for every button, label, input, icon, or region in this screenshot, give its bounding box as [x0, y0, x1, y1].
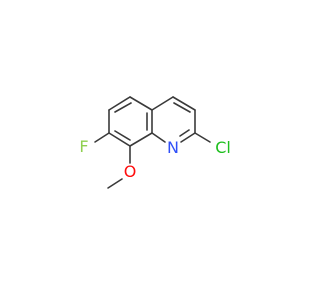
chlorine-label: Cl	[215, 138, 231, 157]
bond	[114, 102, 132, 113]
bond	[173, 102, 191, 113]
bond	[108, 132, 131, 147]
bond	[180, 132, 196, 143]
fluorine-label: F	[79, 137, 88, 156]
nitrogen-label: N	[167, 138, 179, 157]
bond	[114, 130, 131, 141]
bond	[194, 132, 211, 143]
oxygen-label: O	[124, 162, 137, 181]
structure-diagram: F N Cl O	[79, 96, 231, 189]
bond	[107, 178, 123, 189]
bond	[151, 96, 174, 111]
bond	[94, 132, 110, 143]
bond	[151, 132, 166, 143]
bond	[129, 96, 153, 111]
bond	[108, 96, 131, 111]
bond	[172, 96, 196, 111]
bond	[179, 129, 190, 137]
bond	[129, 132, 153, 147]
